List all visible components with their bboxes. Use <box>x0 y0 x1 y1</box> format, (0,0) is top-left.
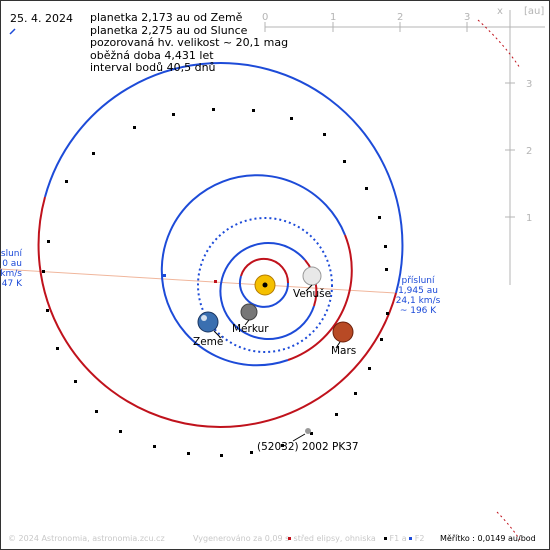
x-tick-label: 2 <box>397 12 403 23</box>
mars-orbit-blue <box>160 174 346 367</box>
venus-leader <box>305 284 313 292</box>
earth-label: Země <box>193 336 223 348</box>
legend-f2-text: F2 <box>414 534 425 543</box>
mercury-planet <box>240 303 258 321</box>
perihelion-left-distance: 0 au <box>2 259 22 269</box>
legend-f1-text: F1 a <box>389 534 407 543</box>
perihelion-speed: 24,1 km/s <box>395 296 441 306</box>
focus-marker <box>214 280 217 283</box>
copyright-link[interactable]: © 2024 Astronomia, astronomia.zcu.cz <box>8 534 165 543</box>
earth-planet <box>197 311 219 333</box>
mars-label: Mars <box>331 345 356 357</box>
y-tick-label: 2 <box>526 146 532 157</box>
earth-cloud <box>201 315 207 321</box>
direction-marker <box>9 28 16 35</box>
info-panel: planetka 2,173 au od Země planetka 2,275… <box>90 11 289 75</box>
asteroid-marker <box>305 428 311 434</box>
info-line: pozorovaná hv. velikost ~ 20,1 mag <box>90 36 289 50</box>
y-tick-label: 1 <box>526 213 532 224</box>
sun-center <box>262 282 268 288</box>
mercury-orbit-blue <box>239 275 289 308</box>
perihelion-distance: 1,945 au <box>398 286 438 296</box>
venus-orbit-blue <box>219 242 315 340</box>
earth-leader <box>213 330 221 338</box>
date-label: 25. 4. 2024 <box>10 12 73 25</box>
unit-label: [au] <box>524 6 544 17</box>
ellipse-center-marker <box>163 274 166 277</box>
perihelion-left: sluní 0 au km/s 47 K <box>0 249 22 289</box>
venus-label: Venuše <box>293 288 331 300</box>
x-tick-label: 3 <box>464 12 470 23</box>
perihelion-left-title: sluní <box>0 249 22 259</box>
generation-time: Vygenerováno za 0,09 s <box>193 534 290 543</box>
mercury-label: Merkur <box>232 323 269 335</box>
perihelion-left-speed: km/s <box>0 269 22 279</box>
info-line: interval bodů 40,5 dnů <box>90 61 216 75</box>
mars-leader <box>335 341 341 349</box>
asteroid-orbit-red <box>37 196 397 428</box>
perihelion-left-temperature: 47 K <box>1 279 22 289</box>
asteroid-label: (52032) 2002 PK37 <box>257 441 359 453</box>
x-tick-label: 0 <box>262 12 268 23</box>
info-line: oběžná doba 4,431 let <box>90 48 214 62</box>
earth-orbit <box>197 217 333 353</box>
axes <box>264 10 545 285</box>
perihelion-title: přísluní <box>401 276 435 286</box>
scale-label: Měřítko : 0,0149 au/bod <box>440 534 536 543</box>
mars-orbit-red <box>287 234 353 361</box>
x-tick-label: 1 <box>330 12 336 23</box>
y-tick-label: 3 <box>526 79 532 90</box>
orbit-point-markers <box>42 108 389 457</box>
legend-center-swatch <box>288 537 291 540</box>
mars-planet <box>332 321 354 343</box>
legend-foci: F1 a F2 <box>384 534 424 543</box>
legend-ellipse-center: střed elipsy, ohniska <box>288 534 376 543</box>
info-line: planetka 2,173 au od Země <box>90 11 243 24</box>
perihelion-right: přísluní 1,945 au 24,1 km/s ~ 196 K <box>393 276 443 316</box>
info-line: planetka 2,275 au od Slunce <box>90 23 248 37</box>
venus-planet <box>302 266 322 286</box>
apsis-line <box>0 268 396 294</box>
x-axis-label: x <box>497 6 503 17</box>
perihelion-temperature: ~ 196 K <box>399 306 437 316</box>
asteroid-leader <box>292 433 306 442</box>
legend-f1-swatch <box>384 537 387 540</box>
asteroid-trail <box>477 19 521 69</box>
legend-center-text: střed elipsy, ohniska <box>293 534 376 543</box>
asteroid-orbit-blue <box>44 62 404 294</box>
mercury-leader <box>244 319 250 326</box>
mercury-orbit-red <box>240 257 290 284</box>
legend-f2-swatch <box>409 537 413 540</box>
